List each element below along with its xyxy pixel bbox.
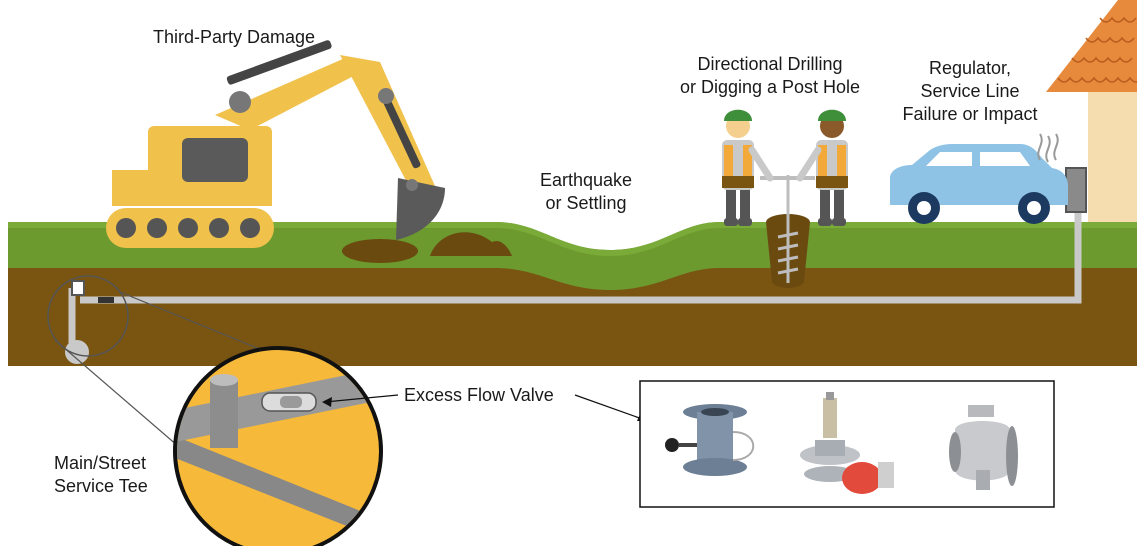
service-tee-riser (71, 280, 85, 296)
small-excess-flow-valve (98, 297, 114, 303)
car-icon (890, 133, 1068, 224)
evf-arrow-to-photos (574, 394, 646, 421)
grass-layer (8, 222, 1137, 290)
label-regulator-line2: Service Line (920, 81, 1019, 101)
label-main-tee-line1: Main/Street (54, 453, 146, 473)
excavator-icon (106, 40, 512, 263)
label-regulator-line3: Failure or Impact (902, 104, 1037, 124)
main-pipe-end (65, 340, 89, 364)
flange-valve-icon (665, 404, 755, 476)
regulator-box (1065, 167, 1087, 213)
magnifier-small-ring (47, 275, 129, 357)
worker-right (796, 109, 848, 226)
evf-arrow-to-valve (324, 394, 399, 403)
dug-hole (342, 239, 418, 263)
label-regulator-line1: Regulator, (929, 58, 1011, 78)
label-drilling-line1: Directional Drilling (697, 54, 842, 74)
house-icon (1046, 0, 1137, 222)
label-earthquake-line2: or Settling (545, 193, 626, 213)
dirt-pile (430, 232, 512, 256)
check-valve-icon (949, 405, 1018, 490)
regulator-valve-icon (800, 392, 894, 494)
label-main-tee-line2: Service Tee (54, 476, 148, 496)
worker-icon (722, 109, 848, 288)
label-third-party-damage: Third-Party Damage (153, 27, 315, 47)
worker-left (722, 109, 774, 226)
valve-photos-panel (639, 380, 1055, 508)
label-drilling-line2: or Digging a Post Hole (680, 77, 860, 97)
label-earthquake-line1: Earthquake (540, 170, 632, 190)
label-excess-flow-valve: Excess Flow Valve (404, 385, 554, 405)
